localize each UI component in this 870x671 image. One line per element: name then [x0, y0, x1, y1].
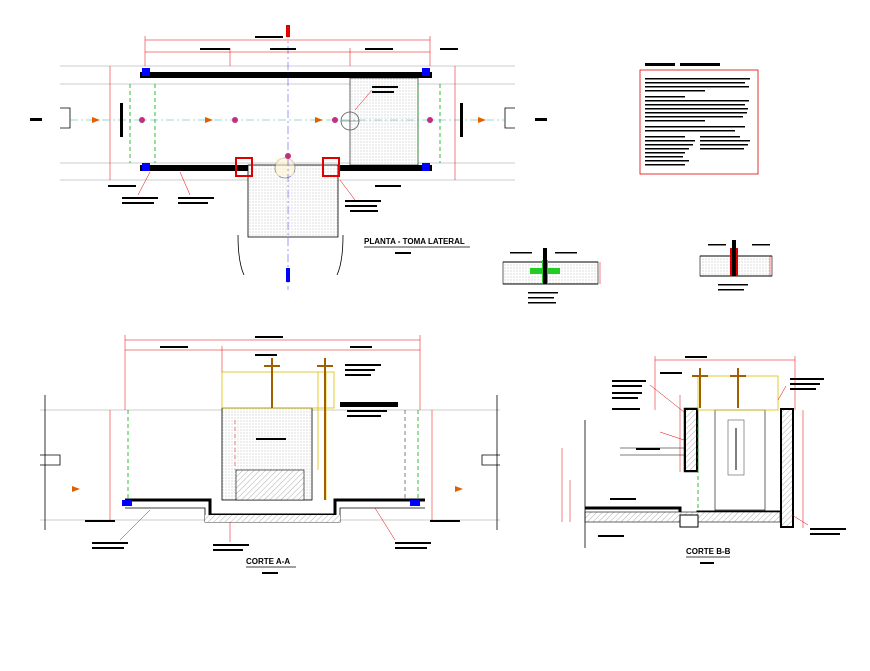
section-aa-title-text: CORTE A-A — [246, 557, 290, 566]
plan-title: PLANTA - TOMA LATERAL — [364, 237, 470, 254]
section-bb-title-text: CORTE B-B — [686, 547, 731, 556]
section-bb-title: CORTE B-B — [686, 547, 731, 564]
section-bb — [561, 356, 846, 548]
detail-waterstop-1 — [502, 248, 601, 304]
plan-view — [30, 25, 547, 290]
notes-block — [639, 63, 759, 175]
section-aa-title: CORTE A-A — [246, 557, 296, 574]
section-aa — [40, 335, 500, 551]
plan-title-text: PLANTA - TOMA LATERAL — [364, 237, 465, 246]
detail-waterstop-2 — [699, 240, 773, 291]
